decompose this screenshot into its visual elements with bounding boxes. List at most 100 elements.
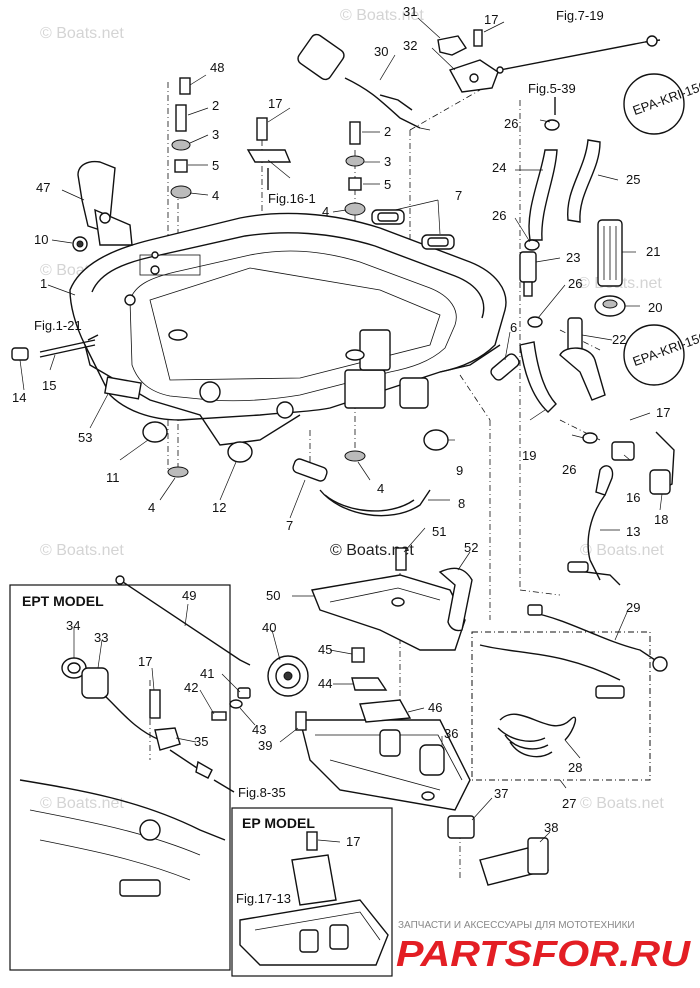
bottom-cowling [69,212,507,446]
callout-17: 17 [656,405,670,420]
callout-15: 15 [42,378,56,393]
callout-33: 33 [94,630,108,645]
callout-35: 35 [194,734,208,749]
callout-6: 6 [510,320,517,335]
callout-46: 46 [428,700,442,715]
label-plate-and-fitting [11,339,142,400]
callout-26: 26 [562,462,576,477]
callout-12: 12 [212,500,226,515]
ref-fig17-13: Fig.17-13 [236,891,291,906]
callouts: 1 2 2 3 3 4 4 4 4 5 5 6 7 7 8 9 10 11 12… [12,4,670,849]
callout-4: 4 [377,481,384,496]
callout-43: 43 [252,722,266,737]
grommet-stack-left [170,77,192,199]
cable-fig7-19 [496,35,661,74]
callout-32: 32 [403,38,417,53]
footer-tagline: ЗАПЧАСТИ И АКСЕССУАРЫ ДЛЯ МОТОТЕХНИКИ [398,920,635,931]
callout-8: 8 [458,496,465,511]
callout-31: 31 [403,4,417,19]
gasket-6 [490,353,520,381]
kill-switch-cable [297,33,431,131]
callout-7: 7 [286,518,293,533]
callout-22: 22 [612,332,626,347]
callout-50: 50 [266,588,280,603]
cover-bracket [311,547,473,651]
gasket-and-band [292,458,431,517]
watermark: © Boats.net [580,795,664,812]
ref-fig8-35: Fig.8-35 [238,785,286,800]
callout-4: 4 [148,500,155,515]
ept-model-label: EPT MODEL [22,593,104,609]
gaskets-top [371,209,455,250]
callout-53: 53 [78,430,92,445]
hose-and-grommet [594,219,626,317]
ept-model-box: EPT MODEL [9,584,231,971]
callout-17: 17 [346,834,360,849]
ref-fig16-1: Fig.16-1 [268,191,316,206]
callout-17: 17 [484,12,498,27]
cable-29 [527,604,668,672]
watermark: © Boats.net [340,7,424,24]
epa-tags: EPA-KRI-15G EPA-KRI-15G [623,73,700,386]
footer-brand: ЗАПЧАСТИ И АКСЕССУАРЫ ДЛЯ МОТОТЕХНИКИ PA… [396,920,691,974]
callout-5: 5 [384,177,391,192]
callout-47: 47 [36,180,50,195]
clamp-lever [72,160,133,252]
callout-48: 48 [210,60,224,75]
callout-44: 44 [318,676,332,691]
callout-5: 5 [212,158,219,173]
callout-37: 37 [494,786,508,801]
footer-brand-logo: PARTSFOR.RU [396,933,691,974]
bracket-44-46 [351,647,412,723]
callout-18: 18 [654,512,668,527]
plate-assembly [246,117,292,163]
callout-42: 42 [184,680,198,695]
electrical-lower-right [567,431,675,586]
callout-34: 34 [66,618,80,633]
fuel-connector [519,251,543,328]
shift-parts [447,815,549,886]
callout-45: 45 [318,642,332,657]
dashed-box-27 [471,631,651,781]
callout-24: 24 [492,160,506,175]
callout-16: 16 [626,490,640,505]
callout-39: 39 [258,738,272,753]
callout-3: 3 [384,154,391,169]
ref-fig5-39: Fig.5-39 [528,81,576,96]
callout-4: 4 [212,188,219,203]
rod-49 [115,575,251,666]
callout-25: 25 [626,172,640,187]
callout-19: 19 [522,448,536,463]
hose-19 [519,341,557,413]
callout-29: 29 [626,600,640,615]
callout-26: 26 [504,116,518,131]
callout-17: 17 [138,654,152,669]
grommet-stack-right [344,121,366,216]
leader-lines [19,17,663,843]
callout-17: 17 [268,96,282,111]
callout-30: 30 [374,44,388,59]
callout-41: 41 [200,666,214,681]
callout-14: 14 [12,390,26,405]
watermark: © Boats.net [40,795,124,812]
callout-52: 52 [464,540,478,555]
callout-51: 51 [432,524,446,539]
callout-1: 1 [40,276,47,291]
lower-grommets [142,421,449,478]
callout-4: 4 [322,204,329,219]
callout-38: 38 [544,820,558,835]
watermark: © Boats.net [40,542,124,559]
callout-2: 2 [384,124,391,139]
callout-23: 23 [566,250,580,265]
watermark: © Boats.net [580,542,664,559]
callout-9: 9 [456,463,463,478]
fuel-joint [559,317,606,401]
callout-11: 11 [106,470,120,485]
callout-27: 27 [562,796,576,811]
callout-49: 49 [182,588,196,603]
tray-36 [299,719,471,811]
callout-21: 21 [646,244,660,259]
watermark: © Boats.net [40,25,124,42]
callout-13: 13 [626,524,640,539]
